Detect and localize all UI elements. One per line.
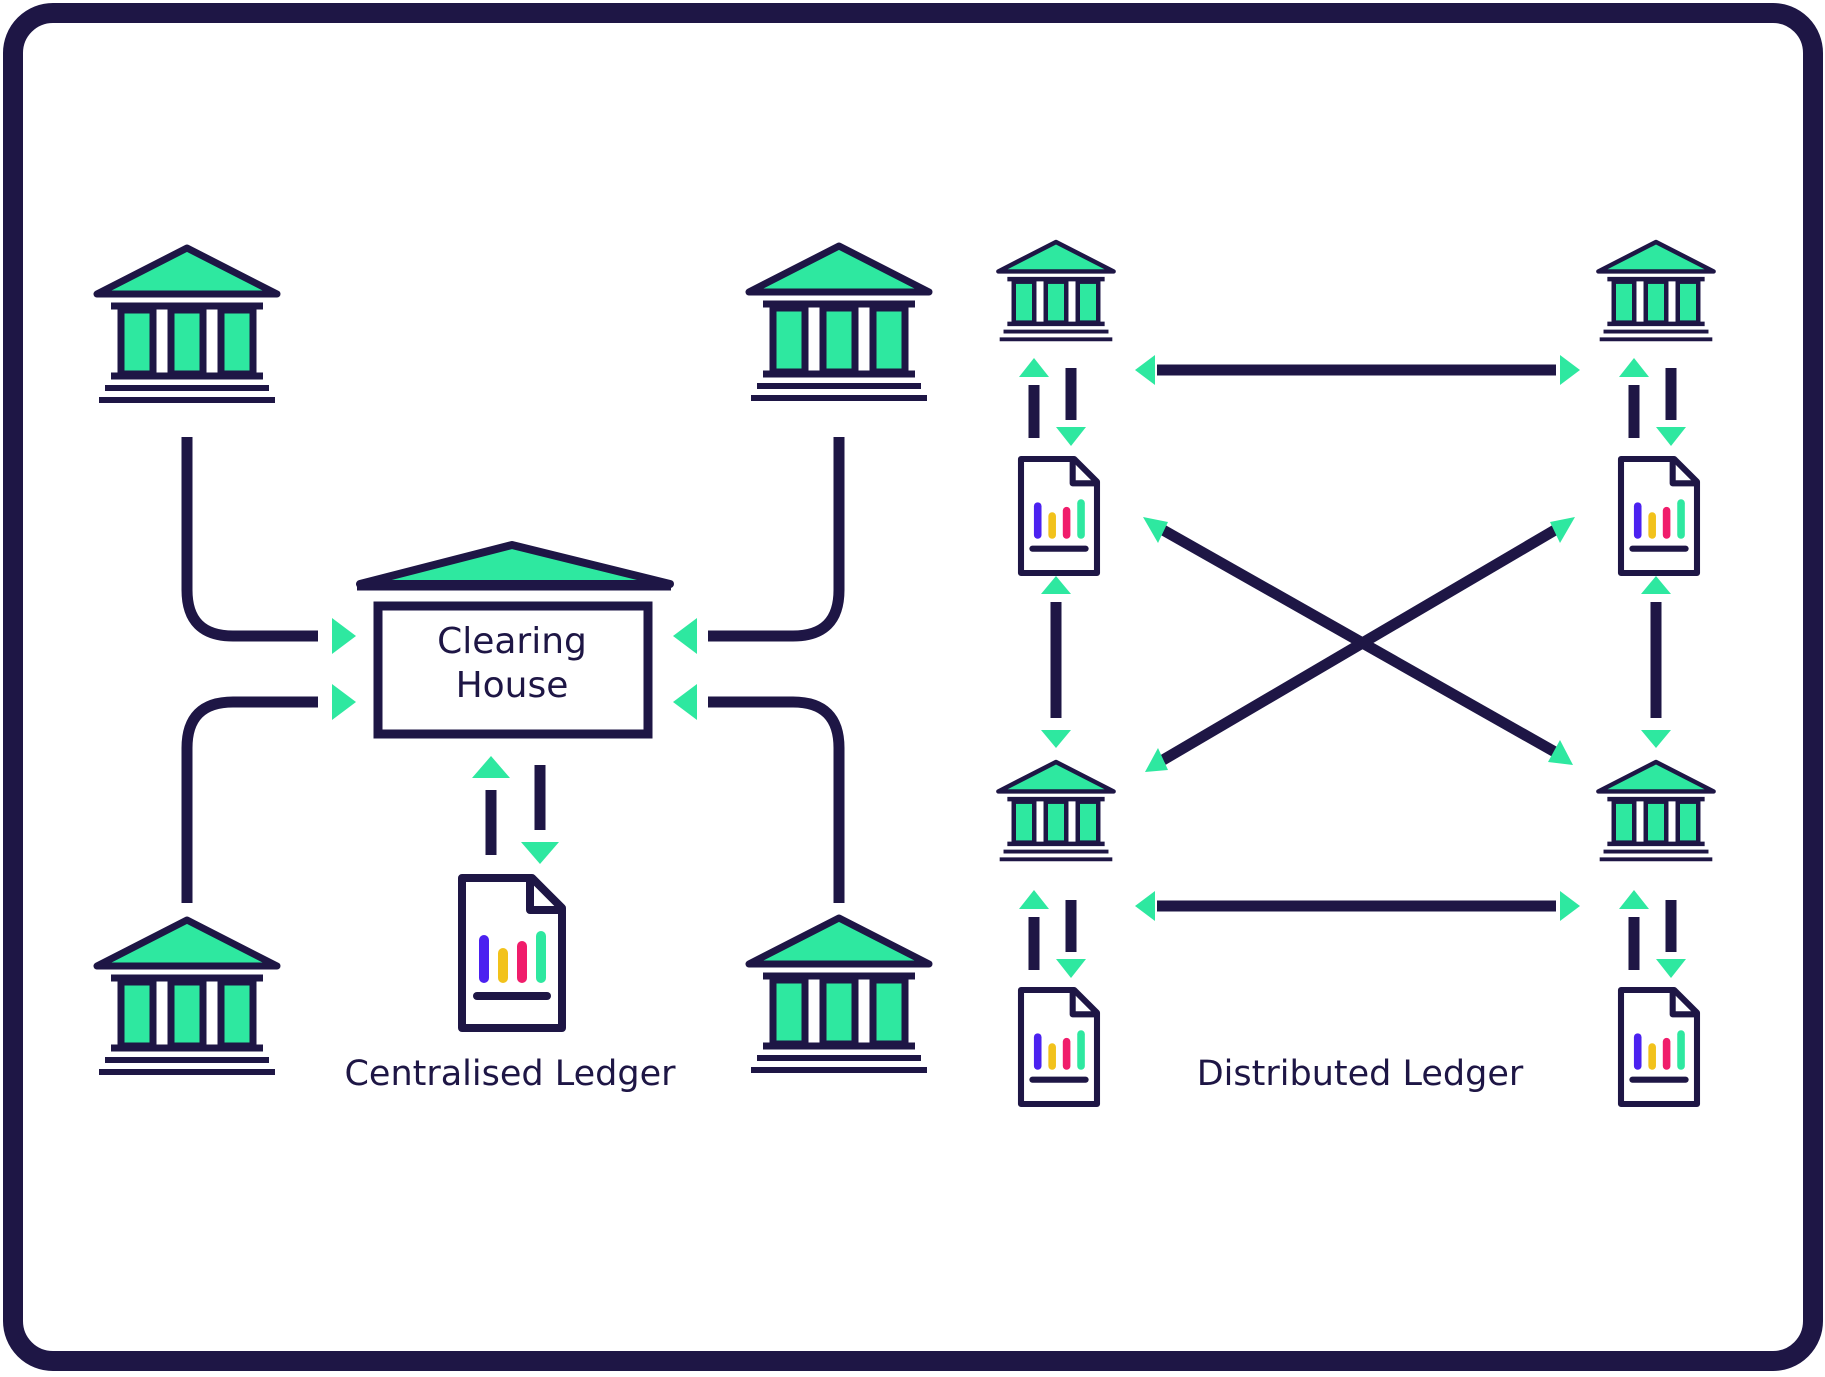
arrow-icon: [1641, 576, 1671, 594]
arrow-icon: [1019, 890, 1049, 909]
arrow-icon: [1135, 891, 1155, 921]
arrow-icon: [1135, 355, 1155, 385]
arrow-icon: [1619, 358, 1649, 377]
ledger-document-icon: [1021, 990, 1097, 1104]
arrow-icon: [1548, 740, 1573, 765]
clearing-house: [356, 541, 674, 739]
arrow-icon: [332, 618, 356, 654]
arrow-icon: [1056, 427, 1086, 446]
connector-bottom-left: [181, 696, 318, 903]
arrow-icon: [332, 684, 356, 720]
arrow-icon: [673, 684, 697, 720]
ledger-document-icon: [1621, 459, 1697, 573]
arrow-icon: [1641, 730, 1671, 748]
arrow-icon: [1145, 748, 1168, 772]
arrow-icon: [1560, 891, 1580, 921]
arrow-icon: [1041, 576, 1071, 594]
connector-top-right: [708, 437, 845, 642]
clearing-house-label-line2: House: [455, 665, 569, 706]
connector-bottom-right: [708, 696, 845, 903]
outer-frame: [3, 3, 1823, 1371]
arrow-icon: [1656, 427, 1686, 446]
ledger-document-icon: [462, 878, 562, 1028]
arrow-icon: [1619, 890, 1649, 909]
centralised-ledger-caption: Centralised Ledger: [344, 1054, 676, 1094]
arrow-icon: [1550, 517, 1575, 543]
arrow-icon: [521, 842, 559, 864]
arrow-icon: [673, 618, 697, 654]
connector-top-left: [181, 437, 318, 642]
clearing-house-box: [373, 601, 653, 739]
link-diagonal-b: [1160, 525, 1558, 765]
arrow-icon: [1143, 517, 1168, 543]
ledger-document-icon: [1621, 990, 1697, 1104]
centralised-section: [97, 246, 929, 1072]
arrow-icon: [1656, 959, 1686, 978]
arrow-icon: [1560, 355, 1580, 385]
distributed-ledger-caption: Distributed Ledger: [1196, 1054, 1524, 1094]
clearing-house-label-line1: Clearing: [437, 621, 587, 662]
arrow-icon: [1056, 959, 1086, 978]
arrow-icon: [472, 756, 510, 778]
ledger-document-icon: [1021, 459, 1097, 573]
arrow-icon: [1041, 730, 1071, 748]
distributed-section: [998, 242, 1713, 1104]
arrow-icon: [1019, 358, 1049, 377]
